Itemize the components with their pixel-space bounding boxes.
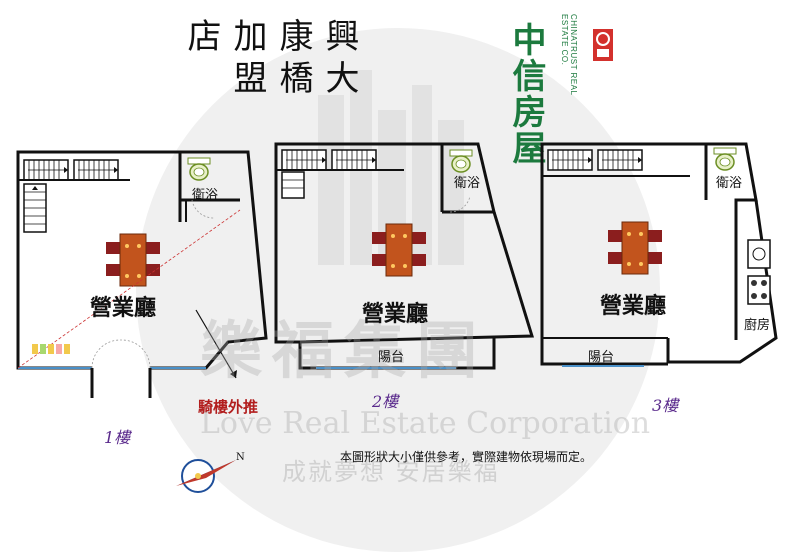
floor-2-main-room: 營業廳 [362, 301, 429, 327]
store-name-part: 加 [227, 18, 267, 60]
floor-1-label: 1樓 [104, 428, 131, 447]
floor-3-balcony: 陽台 [588, 350, 615, 365]
floor-2-label: 2樓 [372, 392, 399, 411]
floor-2-plan [274, 142, 535, 370]
watermark-group: 樂福集團 [200, 314, 489, 387]
watermark-english: Love Real Estate Corporation [200, 406, 651, 441]
plants [32, 344, 70, 354]
arcade-extension-label: 騎樓外推 [198, 398, 259, 416]
brand-english: CHINATRUST REAL ESTATE CO. [560, 14, 578, 96]
floor-1-plan [16, 150, 268, 398]
store-name: 興大康橋加盟店 [178, 18, 362, 138]
floor-2-balcony: 陽台 [378, 350, 405, 365]
store-name-part: 大 [319, 60, 359, 102]
brand-chinese: 中信房屋 [506, 22, 546, 166]
floor-3-label: 3樓 [652, 396, 679, 415]
floor-2-bathroom: 衛浴 [454, 176, 481, 191]
floor-3-kitchen: 廚房 [744, 318, 771, 333]
floor-3-bathroom: 衛浴 [716, 176, 743, 191]
brand-logo-icon [593, 29, 613, 61]
store-name-part: 店 [181, 18, 221, 60]
disclaimer-note: 本圖形狀大小僅供參考，實際建物依現場而定。 [340, 450, 593, 464]
store-name-part: 盟 [227, 60, 267, 102]
floor-1-main-room: 營業廳 [90, 295, 157, 321]
floor-3-main-room: 營業廳 [600, 293, 667, 319]
compass-icon [176, 459, 236, 493]
floor-3-plan [540, 142, 778, 367]
floor-1-bathroom: 衛浴 [192, 188, 219, 203]
store-name-part: 康 [273, 18, 313, 60]
store-name-part: 橋 [273, 60, 313, 102]
store-name-part: 興 [319, 18, 359, 60]
watermark-slogan: 成就夢想 安居樂福 [282, 458, 500, 486]
compass-north-label: N [236, 452, 245, 463]
